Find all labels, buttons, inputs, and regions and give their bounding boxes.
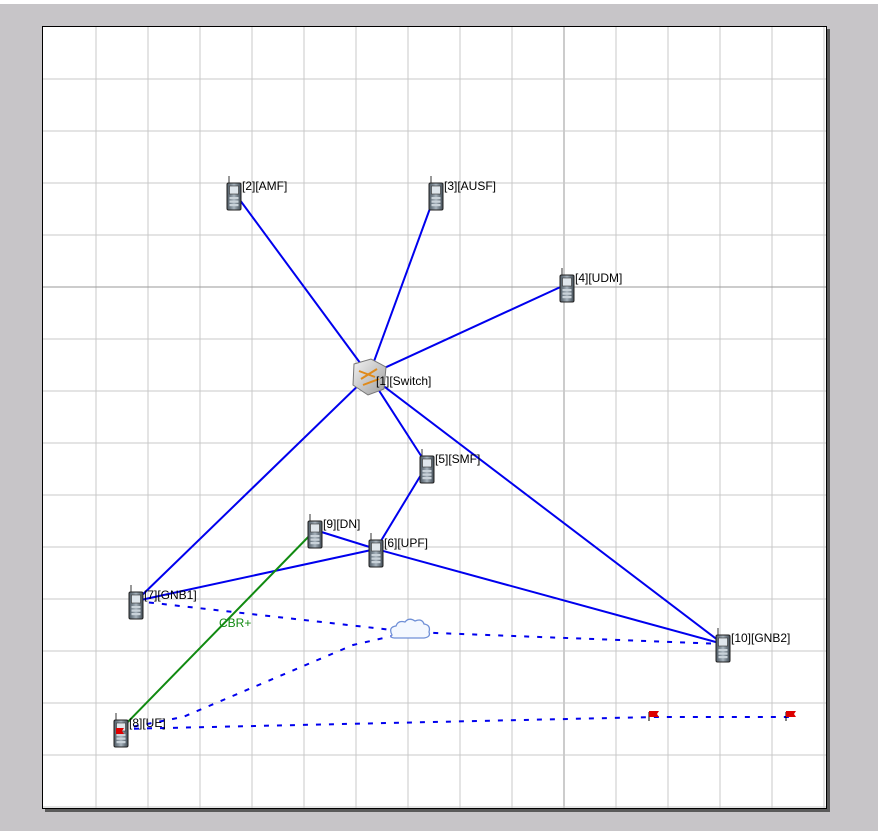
node-6[interactable]: [6][UPF]: [368, 533, 428, 568]
link-6-10: [375, 548, 724, 645]
node-2[interactable]: [2][AMF]: [226, 176, 287, 211]
top-bar: [0, 0, 878, 4]
topology-canvas[interactable]: CBR+ [1][Switch] [2][AMF] [3][AUSF] [4][UDM…: [42, 26, 827, 809]
mobility-path-ue-b: [120, 716, 791, 730]
node-10[interactable]: [10][GNB2]: [715, 628, 790, 663]
nodes: [1][Switch] [2][AMF] [3][AUSF] [4][UDM] [5][…: [113, 176, 790, 748]
node-7[interactable]: [7][GNB1]: [128, 585, 197, 620]
node-8[interactable]: [8][UE]: [113, 713, 166, 748]
links: [135, 191, 724, 645]
mobile-node-icon: [128, 585, 144, 620]
waypoints: [390, 618, 796, 721]
cloud-icon: [390, 618, 431, 639]
mobile-node-icon: [368, 533, 384, 568]
node-label: [8][UE]: [129, 716, 166, 730]
node-3[interactable]: [3][AUSF]: [428, 176, 496, 211]
node-label: [6][UPF]: [384, 536, 428, 550]
switch-icon: [352, 358, 387, 396]
node-label: [10][GNB2]: [731, 631, 790, 645]
link-1-10: [368, 374, 724, 645]
topology-svg: CBR+ [1][Switch] [2][AMF] [3][AUSF] [4][UDM…: [43, 27, 826, 808]
mobile-node-icon: [559, 268, 575, 303]
flag-icon: [648, 711, 659, 721]
link-5-6: [375, 464, 428, 550]
link-1-2: [233, 191, 370, 376]
grid: [43, 27, 826, 808]
node-4[interactable]: [4][UDM]: [559, 268, 622, 303]
node-label: [5][SMF]: [435, 452, 480, 466]
node-label: [3][AUSF]: [444, 179, 496, 193]
node-label: [4][UDM]: [575, 271, 622, 285]
node-1[interactable]: [1][Switch]: [352, 358, 431, 396]
flow-line: [120, 529, 316, 730]
flag-icon: [116, 728, 124, 734]
mobile-node-icon: [307, 514, 323, 549]
mobility-path-ue-a: [120, 631, 411, 730]
mobile-node-icon: [715, 628, 731, 663]
link-1-3: [368, 191, 437, 376]
link-1-7: [135, 374, 370, 602]
node-label: [1][Switch]: [376, 374, 431, 388]
node-label: [2][AMF]: [242, 179, 287, 193]
traffic-flow: CBR+: [120, 527, 318, 730]
node-9[interactable]: [9][DN]: [307, 514, 360, 549]
flag-icon: [785, 711, 796, 721]
mobile-node-icon: [419, 449, 435, 484]
node-label: [7][GNB1]: [144, 588, 197, 602]
link-6-9: [314, 529, 377, 550]
node-label: [9][DN]: [323, 517, 360, 531]
link-6-7: [135, 548, 377, 602]
mobile-node-icon: [226, 176, 242, 211]
node-5[interactable]: [5][SMF]: [419, 449, 480, 484]
flow-label: CBR+: [219, 616, 251, 630]
link-1-4: [368, 283, 568, 376]
mobile-node-icon: [428, 176, 444, 211]
